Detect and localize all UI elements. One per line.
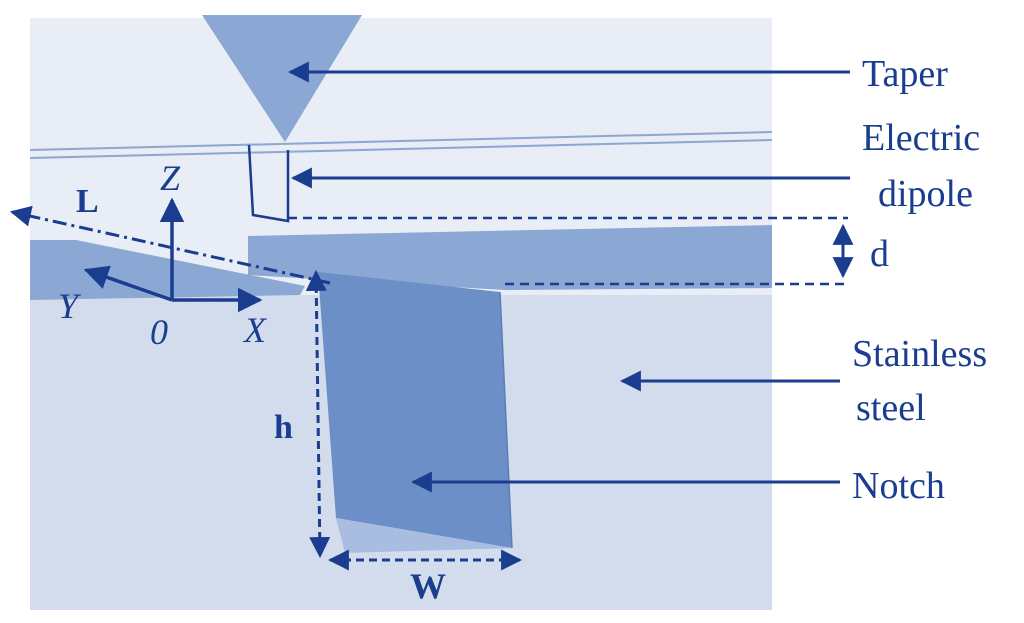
label-Z: Z bbox=[160, 158, 181, 198]
h-dimension-arrow bbox=[305, 269, 331, 559]
scan-plane-line bbox=[29, 139, 773, 159]
label-stainless: Stainless bbox=[852, 333, 987, 375]
label-dipole: dipole bbox=[878, 173, 973, 215]
electric-dipole bbox=[247, 144, 290, 223]
label-origin: 0 bbox=[150, 312, 168, 352]
label-X: X bbox=[242, 310, 268, 350]
label-L: L bbox=[76, 183, 99, 220]
label-notch: Notch bbox=[852, 465, 945, 507]
notch-bottom bbox=[336, 518, 512, 553]
label-d: d bbox=[870, 233, 889, 275]
label-taper: Taper bbox=[862, 53, 948, 95]
label-steel: steel bbox=[856, 387, 926, 429]
taper-shape bbox=[202, 15, 362, 142]
label-h: h bbox=[274, 409, 293, 446]
label-electric: Electric bbox=[862, 117, 980, 159]
scan-plane-line bbox=[29, 131, 773, 151]
y-axis-arrow bbox=[83, 265, 173, 302]
notch-face bbox=[318, 272, 512, 548]
label-Y: Y bbox=[58, 286, 82, 326]
right-surface-slab bbox=[248, 225, 772, 290]
notch-edge bbox=[499, 291, 513, 549]
label-W: W bbox=[410, 566, 446, 606]
